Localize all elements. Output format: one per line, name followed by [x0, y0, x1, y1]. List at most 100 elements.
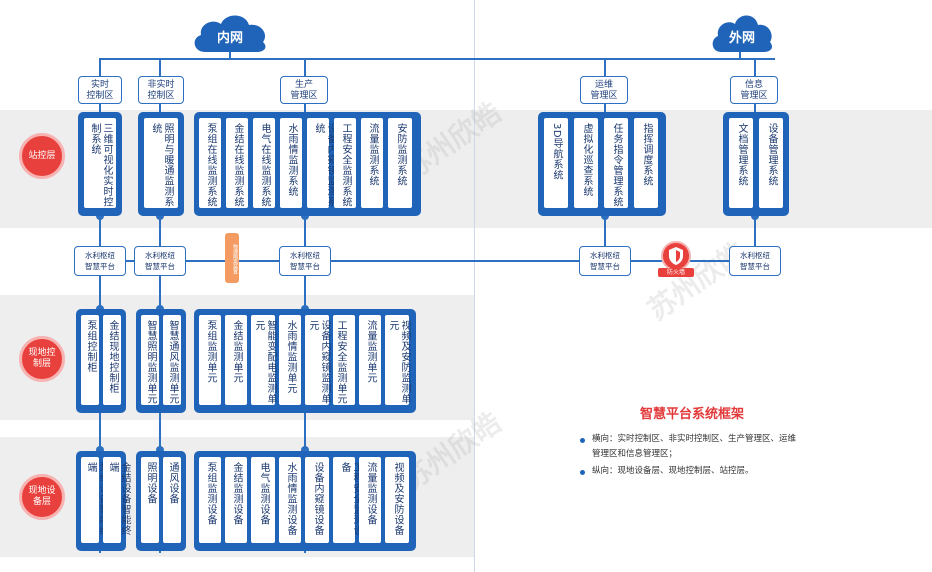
- unit-label: 智能变配电监测单元: [253, 320, 276, 404]
- device-card: 视频及安防设备: [385, 457, 409, 543]
- system-card: 设备管理系统: [759, 118, 783, 208]
- platform-hub: 水利枢纽 智慧平台: [729, 246, 781, 276]
- platform-hub: 水利枢纽 智慧平台: [279, 246, 331, 276]
- cloud-icon: [194, 15, 266, 52]
- system-label: 金结在线监测系统: [232, 123, 243, 207]
- unit-card: 智能变配电监测单元: [251, 315, 276, 405]
- system-card: 虚拟化巡查系统: [574, 118, 598, 208]
- station-panel-nonrealtime: 照明与暖通监测系统: [138, 112, 184, 216]
- unit-card: 工程安全监测单元: [333, 315, 355, 405]
- field-control-panel-nonrealtime: 智慧照明监测单元 智慧通风监测单元: [136, 309, 186, 413]
- system-label: 设备管理系统: [766, 123, 777, 186]
- device-card: 照明设备: [141, 457, 159, 543]
- system-label: 泵组在线监测系统: [205, 123, 216, 207]
- system-card: 电气在线监测系统: [253, 118, 275, 208]
- junction-dot: [301, 212, 309, 220]
- system-card: 泵组在线监测系统: [199, 118, 221, 208]
- system-label: 三维可视化实时控制系统: [89, 123, 112, 207]
- layer-field-device: 现地设 备层: [19, 474, 65, 520]
- system-card: 水雨情监测系统: [280, 118, 302, 208]
- system-label: 安防监测系统: [395, 123, 406, 186]
- system-card: 任务指令管理系统: [604, 118, 628, 208]
- device-label: 工程安全监测设备: [339, 462, 362, 536]
- external-network-label: 外网: [728, 31, 755, 46]
- device-label: 金结设备智能终端: [107, 462, 130, 536]
- cloud-in-connector: [229, 50, 231, 59]
- device-label: 泵组设备智能终端: [85, 462, 108, 536]
- device-card: 工程安全监测设备: [333, 457, 362, 543]
- unit-label: 泵组控制柜: [85, 320, 96, 373]
- unit-label: 智慧通风监测单元: [167, 320, 178, 404]
- system-label: 设备内窥镜监测系统: [313, 123, 336, 207]
- system-card: 3D导航系统: [544, 118, 568, 208]
- external-network-cloud: 外网: [709, 10, 775, 54]
- zone-realtime: 实时 控制区: [78, 76, 122, 104]
- firewall-icon: [661, 241, 691, 271]
- device-card: 金结设备智能终端: [103, 457, 130, 543]
- unit-label: 流量监测单元: [365, 320, 376, 383]
- device-label: 泵组监测设备: [205, 462, 216, 525]
- unit-label: 设备内窥镜监测单元: [307, 320, 330, 404]
- system-card: 安防监测系统: [388, 118, 412, 208]
- field-control-panel-realtime: 泵组控制柜 金结现地控制柜: [76, 309, 126, 413]
- unit-card: 流量监测单元: [359, 315, 381, 405]
- junction-dot: [156, 446, 164, 454]
- firewall-label: 防火墙: [658, 268, 694, 277]
- device-label: 设备内窥镜设备: [312, 462, 323, 536]
- device-label: 通风设备: [167, 462, 178, 504]
- platform-hub: 水利枢纽 智慧平台: [579, 246, 631, 276]
- unit-card: 视频及安防监测单元: [385, 315, 410, 405]
- device-card: 水雨情监测设备: [279, 457, 301, 543]
- unit-card: 设备内窥镜监测单元: [305, 315, 330, 405]
- field-device-panel-nonrealtime: 照明设备 通风设备: [136, 451, 186, 551]
- system-card: 照明与暖通监测系统: [144, 118, 178, 208]
- device-label: 金结监测设备: [231, 462, 242, 525]
- junction-dot: [156, 212, 164, 220]
- internal-network-label: 内网: [216, 31, 243, 46]
- legend-vertical: 纵向：现地设备层、现地控制层、站控层。: [592, 466, 754, 476]
- unit-card: 智慧通风监测单元: [163, 315, 181, 405]
- zone-operations: 运维 管理区: [580, 76, 628, 104]
- top-bus-line: [100, 58, 775, 60]
- unit-card: 金结现地控制柜: [103, 315, 121, 405]
- device-card: 泵组设备智能终端: [81, 457, 108, 543]
- field-device-panel-realtime: 泵组设备智能终端 金结设备智能终端: [76, 451, 130, 551]
- system-label: 照明与暖通监测系统: [150, 123, 173, 207]
- unit-label: 工程安全监测单元: [335, 320, 346, 404]
- framework-title: 智慧平台系统框架: [640, 407, 745, 422]
- system-label: 任务指令管理系统: [611, 123, 622, 207]
- zone-nonrealtime: 非实时 控制区: [138, 76, 184, 104]
- unit-card: 智慧照明监测单元: [141, 315, 159, 405]
- system-label: 文档管理系统: [736, 123, 747, 186]
- junction-dot: [96, 446, 104, 454]
- unit-label: 泵组监测单元: [205, 320, 216, 383]
- hub-bus-line: [100, 260, 775, 262]
- layer-field-control: 现地控 制层: [19, 336, 65, 382]
- unit-label: 智慧照明监测单元: [145, 320, 156, 404]
- unit-card: 金结监测单元: [225, 315, 247, 405]
- system-label: 水雨情监测系统: [286, 123, 297, 197]
- system-card: 指挥调度系统: [634, 118, 658, 208]
- system-card: 金结在线监测系统: [226, 118, 248, 208]
- system-card: 设备内窥镜监测系统: [307, 118, 336, 208]
- field-device-panel-production: 泵组监测设备 金结监测设备 电气监测设备 水雨情监测设备 设备内窥镜设备 工程安…: [194, 451, 416, 551]
- device-label: 视频及安防设备: [392, 462, 403, 536]
- junction-dot: [751, 212, 759, 220]
- field-control-panel-production: 泵组监测单元 金结监测单元 智能变配电监测单元 水雨情监测单元 设备内窥镜监测单…: [194, 309, 416, 413]
- junction-dot: [601, 212, 609, 220]
- system-label: 虚拟化巡查系统: [581, 123, 592, 197]
- unit-card: 泵组监测单元: [199, 315, 221, 405]
- platform-hub: 水利枢纽 智慧平台: [74, 246, 126, 276]
- system-card: 三维可视化实时控制系统: [84, 118, 116, 208]
- device-label: 流量监测设备: [365, 462, 376, 525]
- unit-card: 水雨情监测单元: [279, 315, 301, 405]
- station-panel-information: 文档管理系统 设备管理系统: [723, 112, 789, 216]
- device-card: 泵组监测设备: [199, 457, 221, 543]
- unit-label: 金结现地控制柜: [107, 320, 118, 394]
- device-card: 金结监测设备: [225, 457, 247, 543]
- system-card: 文档管理系统: [729, 118, 753, 208]
- unit-label: 金结监测单元: [231, 320, 242, 383]
- legend-horizontal-line2: 管理区和信息管理区；: [592, 449, 678, 459]
- system-label: 3D导航系统: [551, 123, 562, 181]
- system-card: 流量监测系统: [361, 118, 383, 208]
